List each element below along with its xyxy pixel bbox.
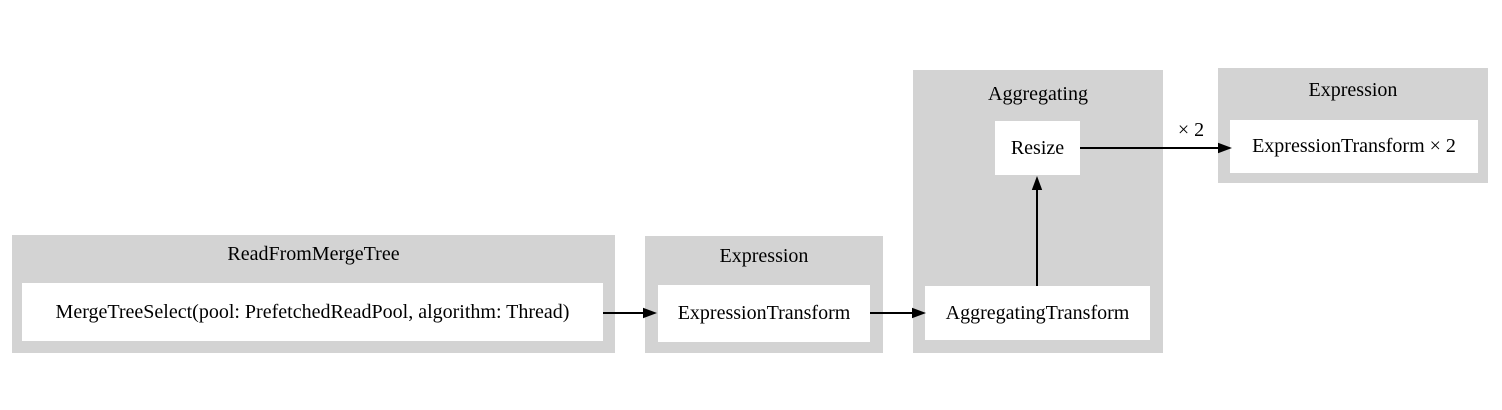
node-resize: Resize <box>995 121 1080 175</box>
cluster-expression-1: Expression ExpressionTransform <box>645 236 883 353</box>
cluster-expression-2: Expression ExpressionTransform × 2 <box>1218 68 1488 183</box>
cluster-readfrommergetree: ReadFromMergeTree MergeTreeSelect(pool: … <box>12 235 615 353</box>
node-label-expressiontransform-x2: ExpressionTransform × 2 <box>1252 135 1456 157</box>
cluster-title-expression-2: Expression <box>1308 79 1398 101</box>
edge-label-x2: × 2 <box>1177 119 1205 141</box>
cluster-title-aggregating: Aggregating <box>988 83 1088 105</box>
node-label-resize: Resize <box>1010 136 1065 159</box>
node-label-expressiontransform: ExpressionTransform <box>677 302 851 324</box>
node-expressiontransform-x2: ExpressionTransform × 2 <box>1230 120 1478 173</box>
node-expressiontransform: ExpressionTransform <box>658 285 870 342</box>
node-aggregatingtransform: AggregatingTransform <box>925 286 1150 340</box>
cluster-aggregating: Aggregating Resize AggregatingTransform <box>913 70 1163 353</box>
cluster-title-expression-1: Expression <box>719 245 809 267</box>
cluster-title-readfrommergetree: ReadFromMergeTree <box>227 243 400 265</box>
node-label-mergetreeselect: MergeTreeSelect(pool: PrefetchedReadPool… <box>55 300 570 323</box>
node-mergetreeselect: MergeTreeSelect(pool: PrefetchedReadPool… <box>22 283 603 341</box>
node-label-aggregatingtransform: AggregatingTransform <box>945 301 1130 324</box>
